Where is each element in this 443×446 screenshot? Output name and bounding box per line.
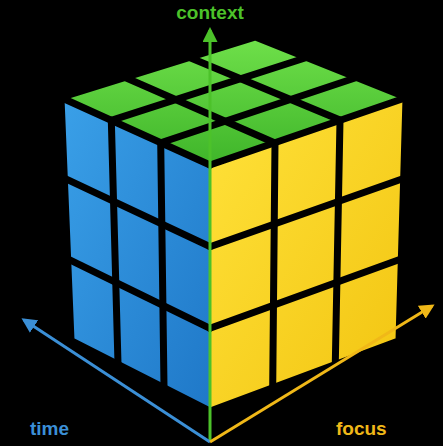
axis-label-context: context (176, 3, 244, 24)
left-face (62, 98, 210, 410)
right-face (210, 98, 405, 410)
axes (24, 30, 432, 442)
sticker-grid (62, 58, 405, 387)
axis-label-time: time (30, 419, 69, 440)
time-axis (24, 320, 210, 442)
context-axis (209, 30, 212, 442)
axis-label-focus: focus (336, 419, 387, 440)
focus-axis (210, 306, 432, 442)
